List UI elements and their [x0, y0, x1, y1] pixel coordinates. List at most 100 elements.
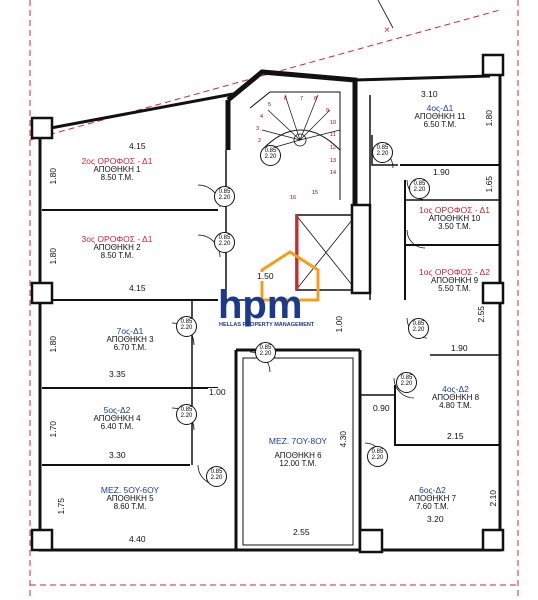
room-area: 12.00 Τ.Μ.: [279, 458, 317, 468]
stair-step: 11: [330, 132, 336, 138]
room-area: 8.50 Τ.Μ.: [100, 172, 134, 182]
dimension-label: 1.80: [484, 108, 495, 128]
room-5-label: ΜΕΖ. 5ΟΥ-6ΟΥ ΑΠΟΘΗΚΗ 5 8.60 Τ.Μ.: [75, 486, 185, 511]
stair-core: [225, 69, 358, 210]
stair-step: 2: [258, 138, 262, 144]
logo-caption: HELLAS PROPERTY MANAGEMENT: [219, 322, 315, 329]
room-name: ΑΠΟΘΗΚΗ 7: [408, 493, 457, 503]
room-name: ΑΠΟΘΗΚΗ 4: [93, 413, 141, 423]
room-title: 3ος ΟΡΟΦΟΣ - Δ1: [81, 234, 153, 244]
stair-step: 7: [300, 96, 304, 102]
room-9-label: 1ος ΟΡΟΦΟΣ - Δ2 ΑΠΟΘΗΚΗ 9 5.50 Τ.Μ.: [412, 268, 497, 293]
room-name: ΑΠΟΘΗΚΗ 8: [431, 392, 480, 402]
dimension-label: 2.10: [488, 488, 499, 508]
north-mark: ×: [384, 25, 390, 36]
room-name: ΑΠΟΘΗΚΗ 9: [430, 275, 479, 285]
room-name: ΑΠΟΘΗΚΗ 3: [106, 334, 154, 344]
room-area: 3.50 Τ.Μ.: [438, 221, 471, 231]
outer-walls: [38, 74, 502, 552]
stair-step: 8: [314, 96, 318, 102]
door-width: 0.85: [180, 319, 193, 325]
dimension-label: 3.30: [108, 450, 127, 460]
room-title: 7ος-Δ1: [116, 326, 144, 336]
door-height: 2.20: [218, 241, 231, 247]
dimension-label: 3.10: [420, 89, 439, 99]
room-area: 6.70 Τ.Μ.: [113, 342, 147, 352]
room-4-label: 5ος-Δ2 ΑΠΟΘΗΚΗ 4 6.40 Τ.Μ.: [62, 406, 172, 431]
room-area: 6.40 Τ.Μ.: [100, 421, 134, 431]
stair-step: 5: [268, 102, 272, 108]
room-area: 8.60 Τ.Μ.: [113, 501, 147, 511]
logo-caption-text: HELLAS PROPERTY MANAGEMENT: [219, 322, 315, 328]
room-title: 5ος-Δ2: [103, 405, 131, 415]
elevator-shaft: [295, 214, 357, 291]
door-width: 0.85: [264, 148, 277, 154]
dimension-label: 4.15: [128, 283, 147, 293]
door-height: 2.20: [218, 195, 231, 201]
room-title: 2ος ΟΡΟΦΟΣ - Δ1: [81, 156, 153, 166]
company-logo: hpm: [218, 250, 320, 327]
door-width: 0.85: [412, 321, 425, 327]
room-name: ΑΠΟΘΗΚΗ 5: [106, 493, 154, 503]
door-width: 0.85: [218, 189, 231, 195]
door-height: 2.20: [376, 151, 389, 157]
stair-step: 16: [290, 195, 297, 201]
logo-initials: hpm: [218, 283, 302, 327]
dimension-label: 0.90: [372, 403, 391, 413]
dimension-label: 4.30: [338, 429, 349, 449]
dimension-label: 2.15: [446, 431, 465, 441]
dimension-label: 4.40: [128, 534, 147, 544]
dimension-label: 1.90: [450, 343, 469, 353]
room-3-label: 7ος-Δ1 ΑΠΟΘΗΚΗ 3 6.70 Τ.Μ.: [75, 327, 185, 352]
dimension-label: 1.00: [334, 314, 345, 334]
room-1-label: 2ος ΟΡΟΦΟΣ - Δ1 ΑΠΟΘΗΚΗ 1 8.50 Τ.Μ.: [62, 157, 172, 182]
dimension-label: 3.20: [426, 514, 445, 524]
door-height: 2.20: [413, 187, 426, 193]
door-height: 2.20: [400, 381, 413, 387]
stair-step: 10: [330, 120, 337, 126]
dimension-label: 2.55: [476, 304, 487, 324]
room-8-label: 4ος-Δ2 ΑΠΟΘΗΚΗ 8 4.80 Τ.Μ.: [418, 385, 493, 410]
dimension-label: 1.65: [484, 174, 495, 194]
stair-step: 15: [312, 190, 319, 196]
door-width: 0.85: [218, 235, 231, 241]
room-title: 6ος-Δ2: [419, 485, 446, 495]
dimension-label: 1.90: [432, 167, 451, 177]
door-height: 2.20: [180, 325, 193, 331]
room-name: ΑΠΟΘΗΚΗ 10: [428, 213, 481, 223]
dimension-label: 2.55: [292, 527, 311, 537]
room-title: 4ος-Δ2: [442, 384, 469, 394]
door-width: 0.85: [259, 345, 272, 351]
door-width: 0.85: [180, 407, 193, 413]
room-title: ΜΕΖ. 7ΟΥ-8ΟΥ: [268, 436, 328, 446]
room-area: 6.50 Τ.Μ.: [423, 119, 457, 129]
door-height: 2.20: [371, 455, 384, 461]
room-title: 1ος ΟΡΟΦΟΣ - Δ1: [419, 205, 490, 215]
room-7-label: 6ος-Δ2 ΑΠΟΘΗΚΗ 7 7.60 Τ.Μ.: [395, 486, 470, 511]
room-name: ΑΠΟΘΗΚΗ 2: [93, 242, 141, 252]
room-title: 1ος ΟΡΟΦΟΣ - Δ2: [419, 267, 490, 277]
dimension-label: 3.35: [108, 369, 127, 379]
room-area: 5.50 Τ.Μ.: [438, 283, 471, 293]
room-name: ΑΠΟΘΗΚΗ 6: [274, 450, 322, 460]
stair-step: 9: [326, 108, 330, 114]
dimension-label: 1.70: [48, 419, 59, 439]
stair-step: 4: [260, 114, 264, 120]
room-6-label: ΜΕΖ. 7ΟΥ-8ΟΥ ΑΠΟΘΗΚΗ 6 12.00 Τ.Μ.: [243, 437, 353, 468]
door-width: 0.85: [371, 449, 384, 455]
door-width: 0.85: [376, 145, 389, 151]
room-name: ΑΠΟΘΗΚΗ 1: [93, 164, 141, 174]
door-height: 2.20: [210, 475, 223, 481]
door-height: 2.20: [180, 413, 193, 419]
columns: [30, 53, 505, 554]
stair-step: 14: [330, 170, 337, 176]
